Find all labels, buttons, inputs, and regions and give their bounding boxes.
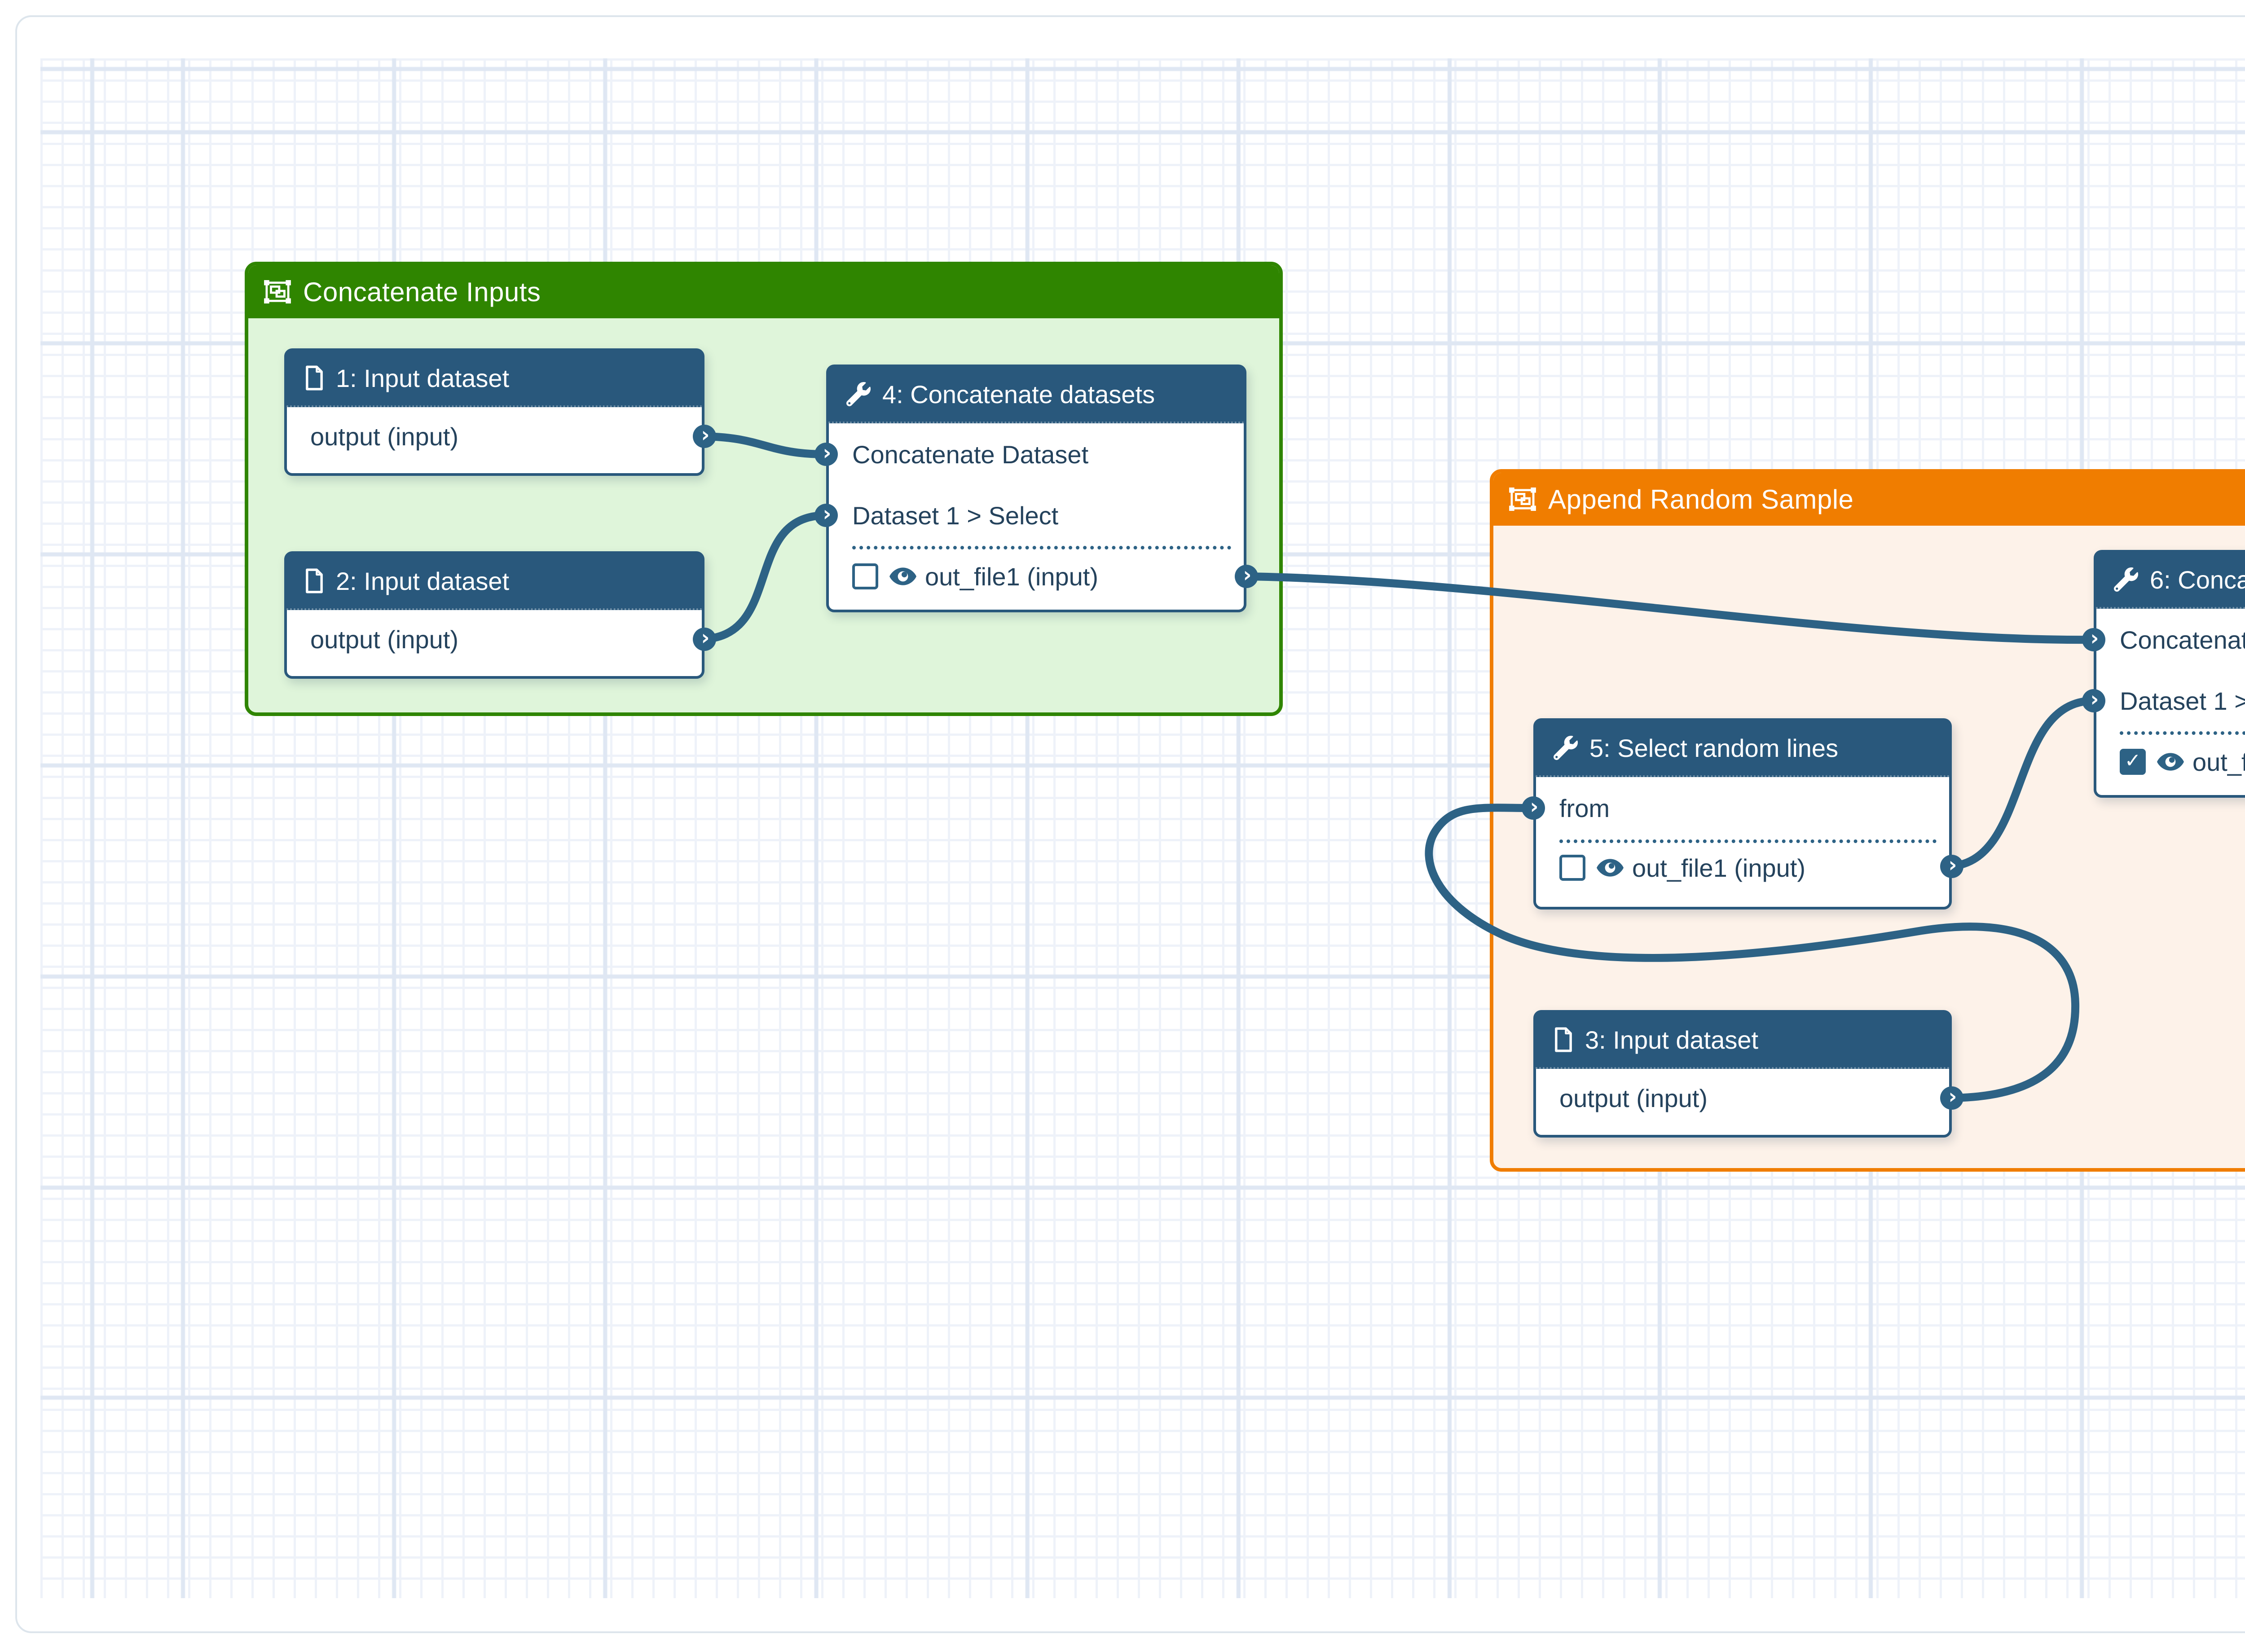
node-3-input-dataset[interactable]: 3: Input dataset output (input) › [1533,1010,1963,1138]
input-port[interactable]: › [2082,628,2105,651]
input-port[interactable]: › [814,442,838,466]
input-label: from [1559,794,1610,822]
frame-icon [264,280,291,304]
node-header[interactable]: 4: Concatenate datasets [828,367,1244,423]
frame-title: Append Random Sample [1548,484,1854,514]
file-icon [306,568,323,593]
output-checkbox[interactable] [1559,855,1585,881]
input-label: Dataset 1 > Select [2120,686,2245,715]
node-5-select-random-lines[interactable]: 5: Select random lines from out_file1 (i… [1522,718,1963,909]
node-4-concatenate-datasets[interactable]: 4: Concatenate datasets Concatenate Data… [814,365,1258,612]
input-row: from [1536,779,1949,837]
output-port[interactable]: › [1235,564,1258,588]
frame-header[interactable]: Concatenate Inputs [248,265,1279,318]
node-header[interactable]: 1: Input dataset [286,351,702,407]
wrench-icon [1554,736,1578,760]
node-title: 3: Input dataset [1585,1025,1759,1054]
frame-title: Concatenate Inputs [303,277,541,307]
node-6-concatenate-datasets[interactable]: 6: Concatenate datasets Concatenate Data… [2082,550,2245,798]
output-port[interactable]: › [693,627,716,651]
output-label: out_file1 (input) [925,562,1099,591]
output-divider [1559,839,1937,843]
connection-n1-to-n4[interactable] [695,432,830,458]
output-label: output (input) [310,625,458,654]
connection-n3-to-n5[interactable] [1425,804,2080,1102]
output-port[interactable]: › [1940,854,1963,878]
eye-icon[interactable] [2157,752,2184,772]
input-port[interactable]: › [814,503,838,527]
workflow-canvas[interactable] [15,15,2245,1633]
output-divider [852,546,1231,549]
output-divider [2120,731,2245,735]
node-title: 6: Concatenate datasets [2150,565,2245,594]
output-row: ✓ out_file1 (input) [2096,737,2245,786]
output-row: output (input) [287,610,702,668]
file-icon [1555,1027,1572,1052]
input-label: Dataset 1 > Select [852,501,1059,530]
input-label: Concatenate Dataset [852,440,1089,469]
input-row: Dataset 1 > Select [2096,672,2245,730]
output-label: output (input) [1559,1084,1708,1112]
output-label: output (input) [310,422,458,451]
output-row: out_file1 (input) [829,552,1244,601]
node-header[interactable]: 6: Concatenate datasets [2096,552,2245,609]
node-title: 1: Input dataset [336,364,510,392]
node-title: 2: Input dataset [336,567,510,595]
node-header[interactable]: 5: Select random lines [1536,721,1950,777]
connection-n2-to-n4[interactable] [695,511,830,643]
output-row: out_file1 (input) [1536,843,1949,892]
output-port[interactable]: › [1940,1086,1963,1110]
eye-icon[interactable] [1596,858,1624,878]
wrench-icon [846,382,871,406]
file-icon [306,365,323,391]
wrench-icon [2114,567,2138,592]
eye-icon[interactable] [889,567,917,586]
frame-icon [1509,487,1536,511]
input-row: Dataset 1 > Select [829,486,1244,545]
input-port[interactable]: › [1522,796,1545,820]
output-checkbox[interactable] [852,563,878,589]
input-row: Concatenate Dataset [2096,611,2245,669]
output-label: out_file1 (input) [1632,853,1806,882]
node-1-input-dataset[interactable]: 1: Input dataset output (input) › [284,348,716,476]
output-checkbox[interactable]: ✓ [2120,749,2146,775]
node-header[interactable]: 3: Input dataset [1536,1012,1950,1069]
node-header[interactable]: 2: Input dataset [286,554,702,610]
node-title: 5: Select random lines [1589,734,1839,762]
output-port[interactable]: › [693,424,716,448]
connection-n5-to-n6[interactable] [1942,697,2098,870]
input-label: Concatenate Dataset [2120,625,2245,654]
connection-n4-to-n6[interactable] [1237,572,2098,644]
node-2-input-dataset[interactable]: 2: Input dataset output (input) › [284,551,716,679]
output-row: output (input) [287,407,702,466]
node-title: 4: Concatenate datasets [882,380,1155,409]
frame-header[interactable]: Append Random Sample [1493,473,2245,526]
output-row: output (input) [1536,1069,1949,1127]
output-label: out_file1 (input) [2192,747,2245,776]
input-port[interactable]: › [2082,689,2105,712]
input-row: Concatenate Dataset [829,425,1244,483]
